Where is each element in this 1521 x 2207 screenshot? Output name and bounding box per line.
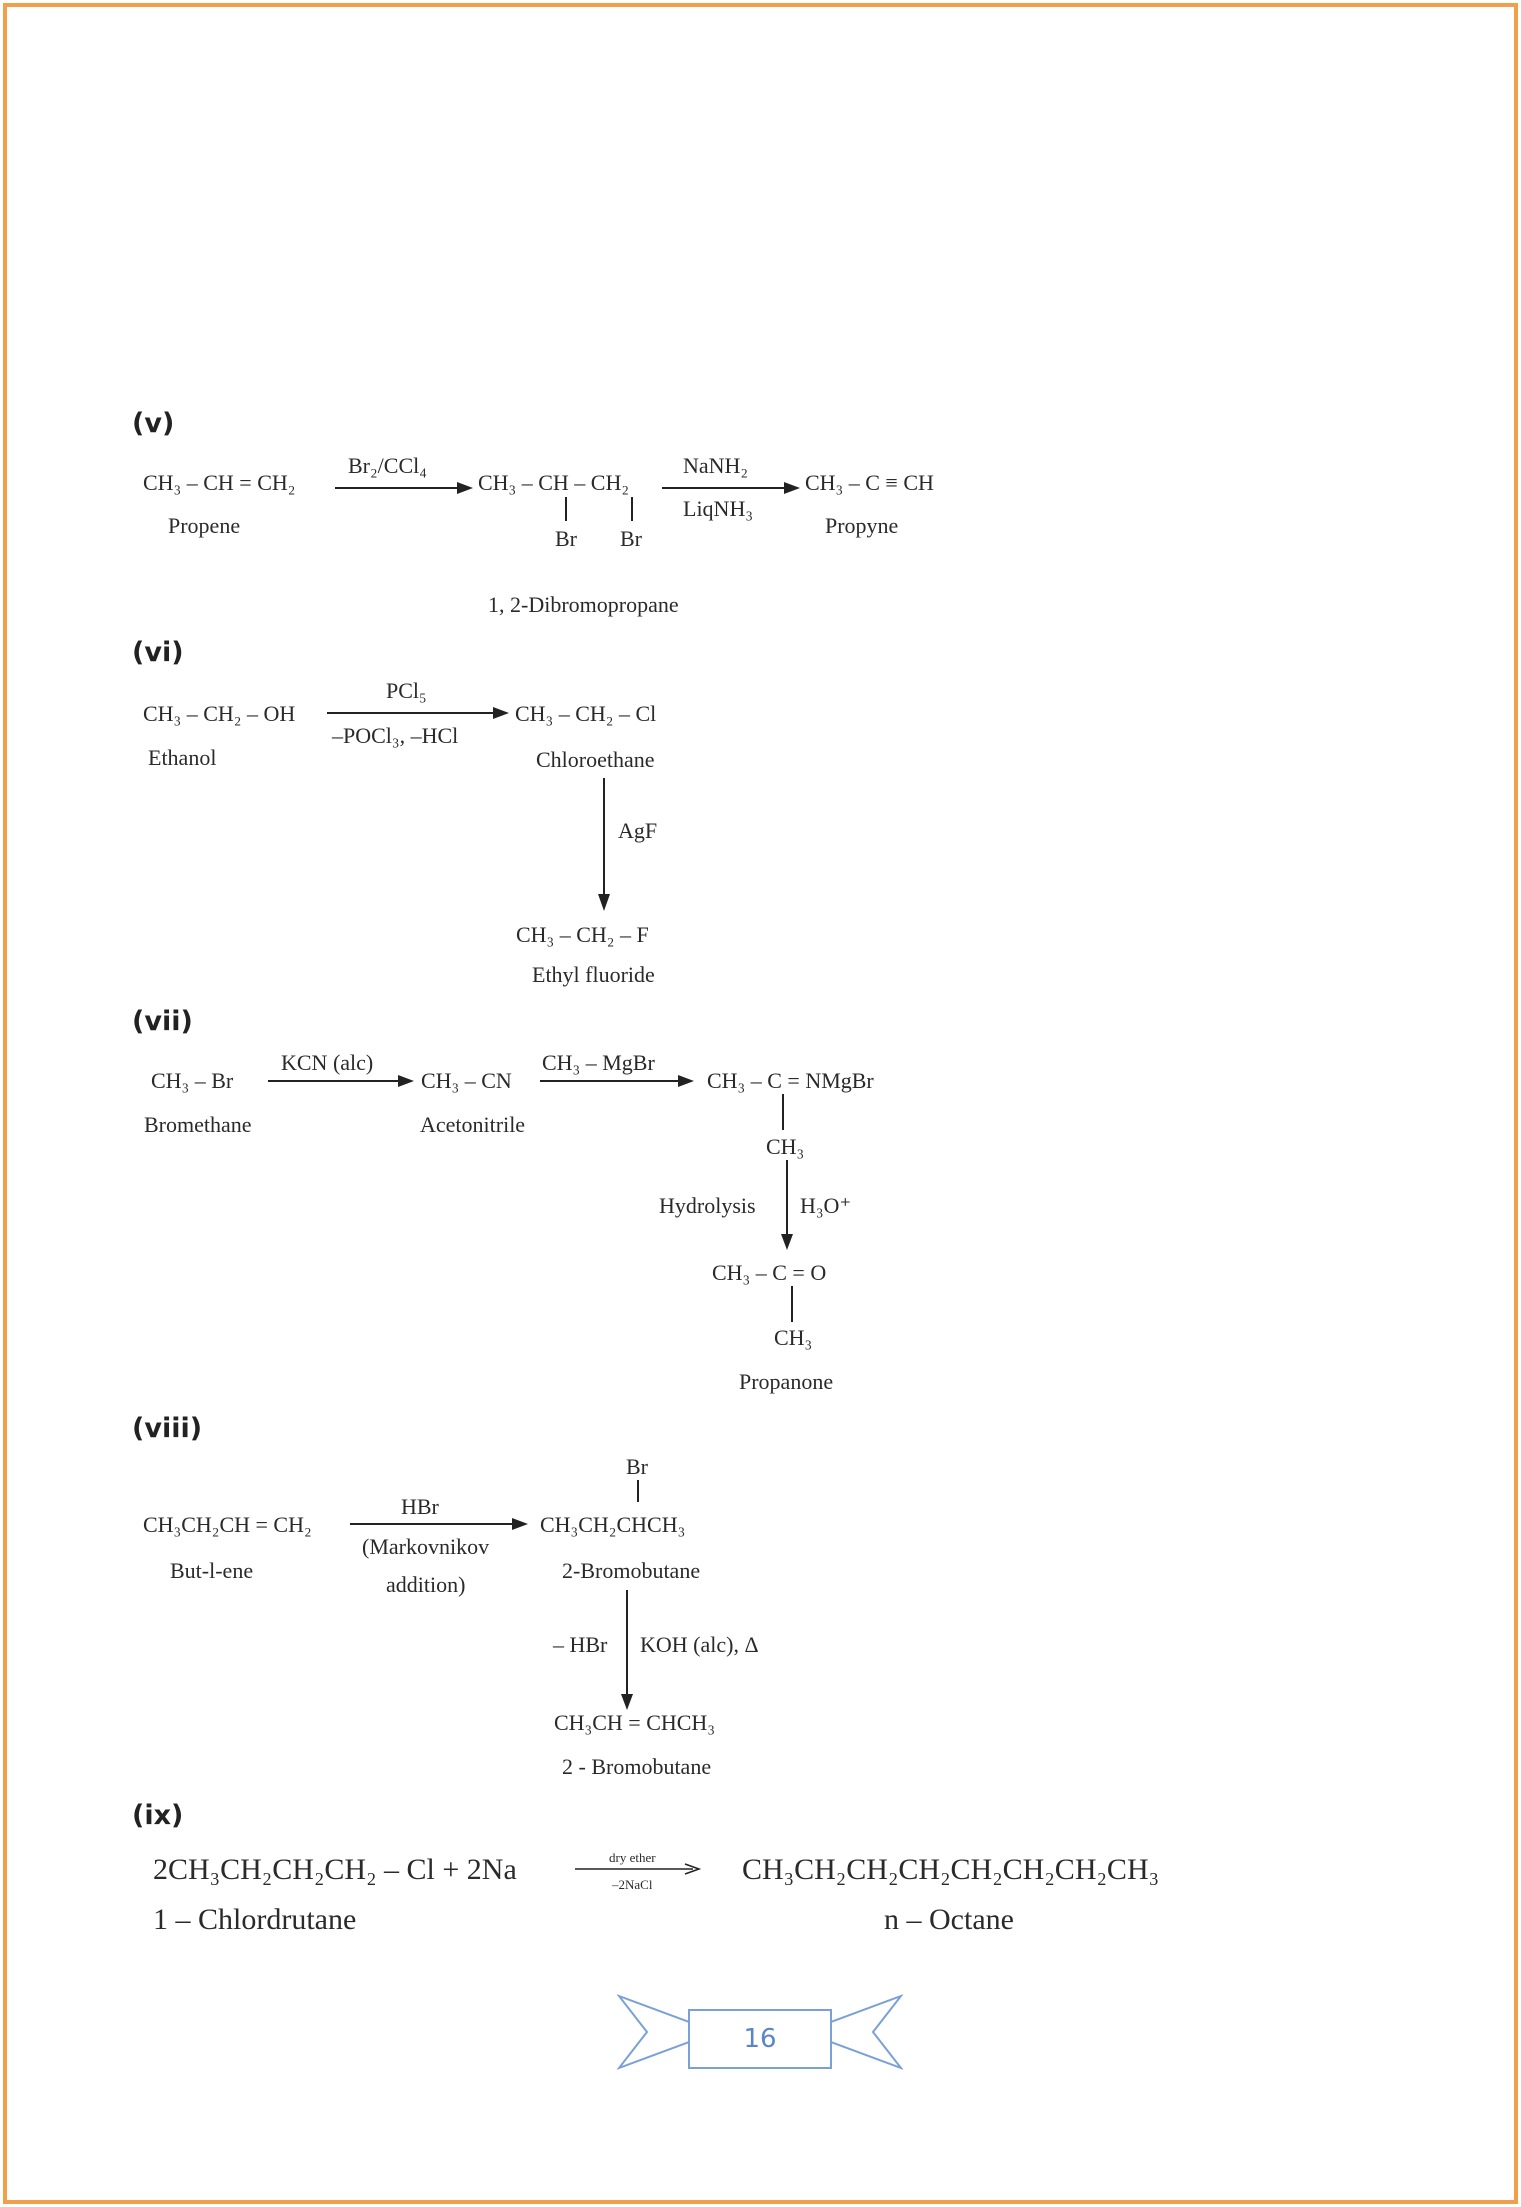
- reaction-arrow: [327, 707, 509, 719]
- reagent-label: Br₂/CCl₄: [348, 453, 427, 478]
- reagent-label: LiqNH₃: [683, 496, 753, 521]
- reaction-arrow-down: [781, 1160, 793, 1250]
- intermediate-name: 1, 2-Dibromopropane: [488, 592, 679, 617]
- reagent-label: PCl₅: [386, 678, 427, 703]
- methyl-group: CH₃: [766, 1134, 805, 1159]
- product-name: Propyne: [825, 513, 899, 538]
- reagent-label: KOH (alc), Δ: [640, 1632, 759, 1657]
- reagent-label: addition): [386, 1572, 466, 1597]
- reactant-name: 1 – Chlordrutane: [153, 1903, 357, 1936]
- reaction-arrow: [575, 1863, 702, 1875]
- reagent-label: HBr: [401, 1494, 439, 1519]
- reagent-label: dry ether: [609, 1850, 656, 1865]
- bond-line: [637, 1480, 639, 1502]
- reagent-label: NaNH₂: [683, 453, 749, 478]
- section-label: (v): [132, 408, 175, 439]
- product-name: Ethyl fluoride: [532, 962, 655, 987]
- reactant-name: Propene: [168, 513, 241, 538]
- reactant-name: Ethanol: [148, 745, 217, 770]
- product-name: Propanone: [739, 1369, 834, 1394]
- intermediate-formula: CH₃ – CH – CH₂: [478, 470, 630, 495]
- reagent-label: AgF: [618, 818, 658, 843]
- section-label: (vii): [132, 1006, 193, 1037]
- reagent-label: Hydrolysis: [659, 1193, 756, 1218]
- reagent-label: –POCl₃, –HCl: [332, 723, 459, 748]
- reagent-label: (Markovnikov: [362, 1534, 490, 1559]
- reactant-formula: CH₃ – Br: [151, 1068, 234, 1093]
- reaction-arrow: [540, 1075, 694, 1087]
- intermediate-formula: CH₃CH₂CHCH₃: [540, 1512, 686, 1537]
- bromine-atom: Br: [626, 1454, 648, 1479]
- intermediate-formula: CH₃ – CN: [421, 1068, 512, 1093]
- reaction-arrow: [662, 482, 800, 494]
- intermediate-formula: CH₃ – CH₂ – Cl: [515, 701, 657, 726]
- bond-line: [565, 497, 567, 521]
- reaction-arrow-down: [621, 1590, 633, 1710]
- section-label: (vi): [132, 637, 184, 668]
- bromine-atom: Br: [620, 526, 642, 551]
- product-formula: CH₃CH = CHCH₃: [554, 1710, 715, 1735]
- reactant-name: Bromethane: [144, 1112, 252, 1137]
- bond-line: [782, 1094, 784, 1130]
- product-formula: CH₃ – CH₂ – F: [516, 922, 649, 947]
- reagent-label: KCN (alc): [281, 1050, 374, 1075]
- product-name: 2 - Bromobutane: [562, 1754, 712, 1779]
- page-number: 16: [743, 2024, 777, 2054]
- product-formula: CH₃ – C = O: [712, 1260, 827, 1285]
- intermediate-name: Chloroethane: [536, 747, 655, 772]
- reactant-formula: CH₃ – CH₂ – OH: [143, 701, 296, 726]
- reaction-arrow-down: [598, 778, 610, 911]
- reagent-label: –2NaCl: [612, 1877, 653, 1892]
- page-border: [3, 3, 1518, 2204]
- reagent-label: – HBr: [553, 1632, 608, 1657]
- page-number-ribbon: 16: [617, 1994, 903, 2074]
- reactant-formula: CH₃ – CH = CH₂: [143, 470, 296, 495]
- reaction-arrow: [268, 1075, 414, 1087]
- ribbon-banner: [617, 1994, 903, 2070]
- reactant-formula: CH₃CH₂CH = CH₂: [143, 1512, 312, 1537]
- section-label: (ix): [132, 1800, 184, 1831]
- bond-line: [791, 1286, 793, 1322]
- reaction-arrow: [335, 482, 473, 494]
- section-label: (viii): [132, 1413, 203, 1444]
- reaction-arrow: [350, 1518, 528, 1530]
- reactant-formula: 2CH₃CH₂CH₂CH₂ – Cl + 2Na: [153, 1853, 517, 1886]
- reactant-name: But-l-ene: [170, 1558, 254, 1583]
- product-formula: CH₃ – C ≡ CH: [805, 470, 934, 495]
- product-name: n – Octane: [884, 1903, 1014, 1936]
- intermediate-name: Acetonitrile: [420, 1112, 526, 1137]
- adduct-formula: CH₃ – C = NMgBr: [707, 1068, 874, 1093]
- reagent-label: CH₃ – MgBr: [542, 1050, 655, 1075]
- bond-line: [631, 497, 633, 521]
- reagent-label: H₃O⁺: [800, 1193, 852, 1218]
- intermediate-name: 2-Bromobutane: [562, 1558, 701, 1583]
- product-formula: CH₃CH₂CH₂CH₂CH₂CH₂CH₂CH₃: [742, 1853, 1160, 1886]
- bromine-atom: Br: [555, 526, 577, 551]
- methyl-group: CH₃: [774, 1325, 813, 1350]
